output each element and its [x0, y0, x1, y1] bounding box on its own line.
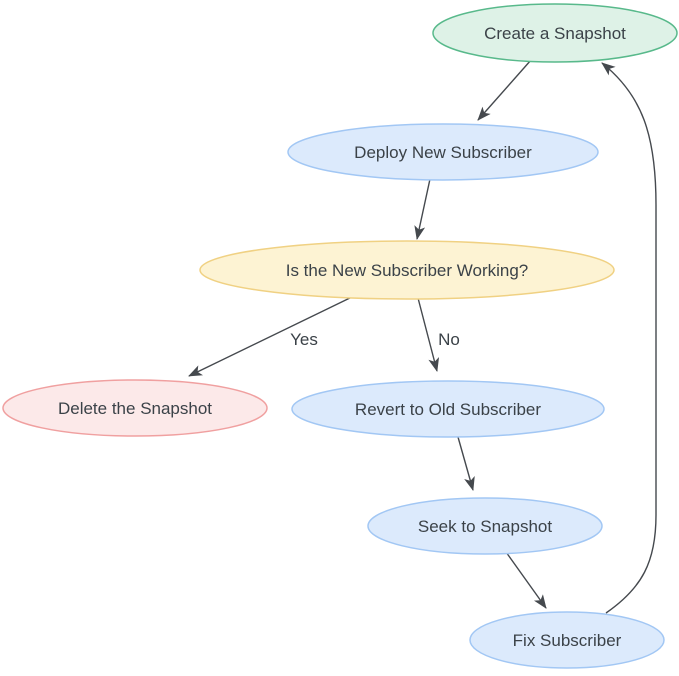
edge-label-yes: Yes	[290, 330, 318, 349]
node-is-subscriber-working-shape	[199, 240, 615, 300]
node-seek-to-snapshot-shape	[367, 497, 603, 555]
edge-fix-to-create-loop	[601, 62, 657, 614]
node-deploy-new-subscriber-label: Deploy New Subscriber	[354, 143, 532, 162]
node-fix-subscriber-shape	[469, 611, 665, 669]
node-is-subscriber-working: Is the New Subscriber Working?	[199, 240, 615, 300]
edge-label-no: No	[438, 330, 460, 349]
node-delete-snapshot: Delete the Snapshot	[2, 379, 268, 437]
edge-layer: Yes No	[188, 59, 657, 614]
node-seek-to-snapshot-label: Seek to Snapshot	[418, 517, 552, 536]
node-fix-subscriber-label: Fix Subscriber	[513, 631, 622, 650]
node-deploy-new-subscriber: Deploy New Subscriber	[287, 123, 599, 181]
node-seek-to-snapshot: Seek to Snapshot	[367, 497, 603, 555]
node-revert-old-subscriber-label: Revert to Old Subscriber	[355, 400, 541, 419]
edge-working-to-delete-yes	[188, 295, 355, 377]
edge-deploy-to-working	[414, 178, 431, 240]
edge-create-to-deploy	[477, 59, 532, 121]
node-create-snapshot-label: Create a Snapshot	[484, 24, 626, 43]
node-deploy-new-subscriber-shape	[287, 123, 599, 181]
node-fix-subscriber: Fix Subscriber	[469, 611, 665, 669]
node-is-subscriber-working-label: Is the New Subscriber Working?	[286, 261, 529, 280]
node-create-snapshot: Create a Snapshot	[432, 3, 678, 63]
edge-working-to-revert-no	[417, 297, 440, 372]
node-revert-old-subscriber-shape	[291, 380, 605, 438]
node-create-snapshot-shape	[432, 3, 678, 63]
node-delete-snapshot-shape	[2, 379, 268, 437]
edge-revert-to-seek	[457, 436, 475, 491]
node-revert-old-subscriber: Revert to Old Subscriber	[291, 380, 605, 438]
edge-seek-to-fix	[505, 551, 547, 609]
node-delete-snapshot-label: Delete the Snapshot	[58, 399, 212, 418]
